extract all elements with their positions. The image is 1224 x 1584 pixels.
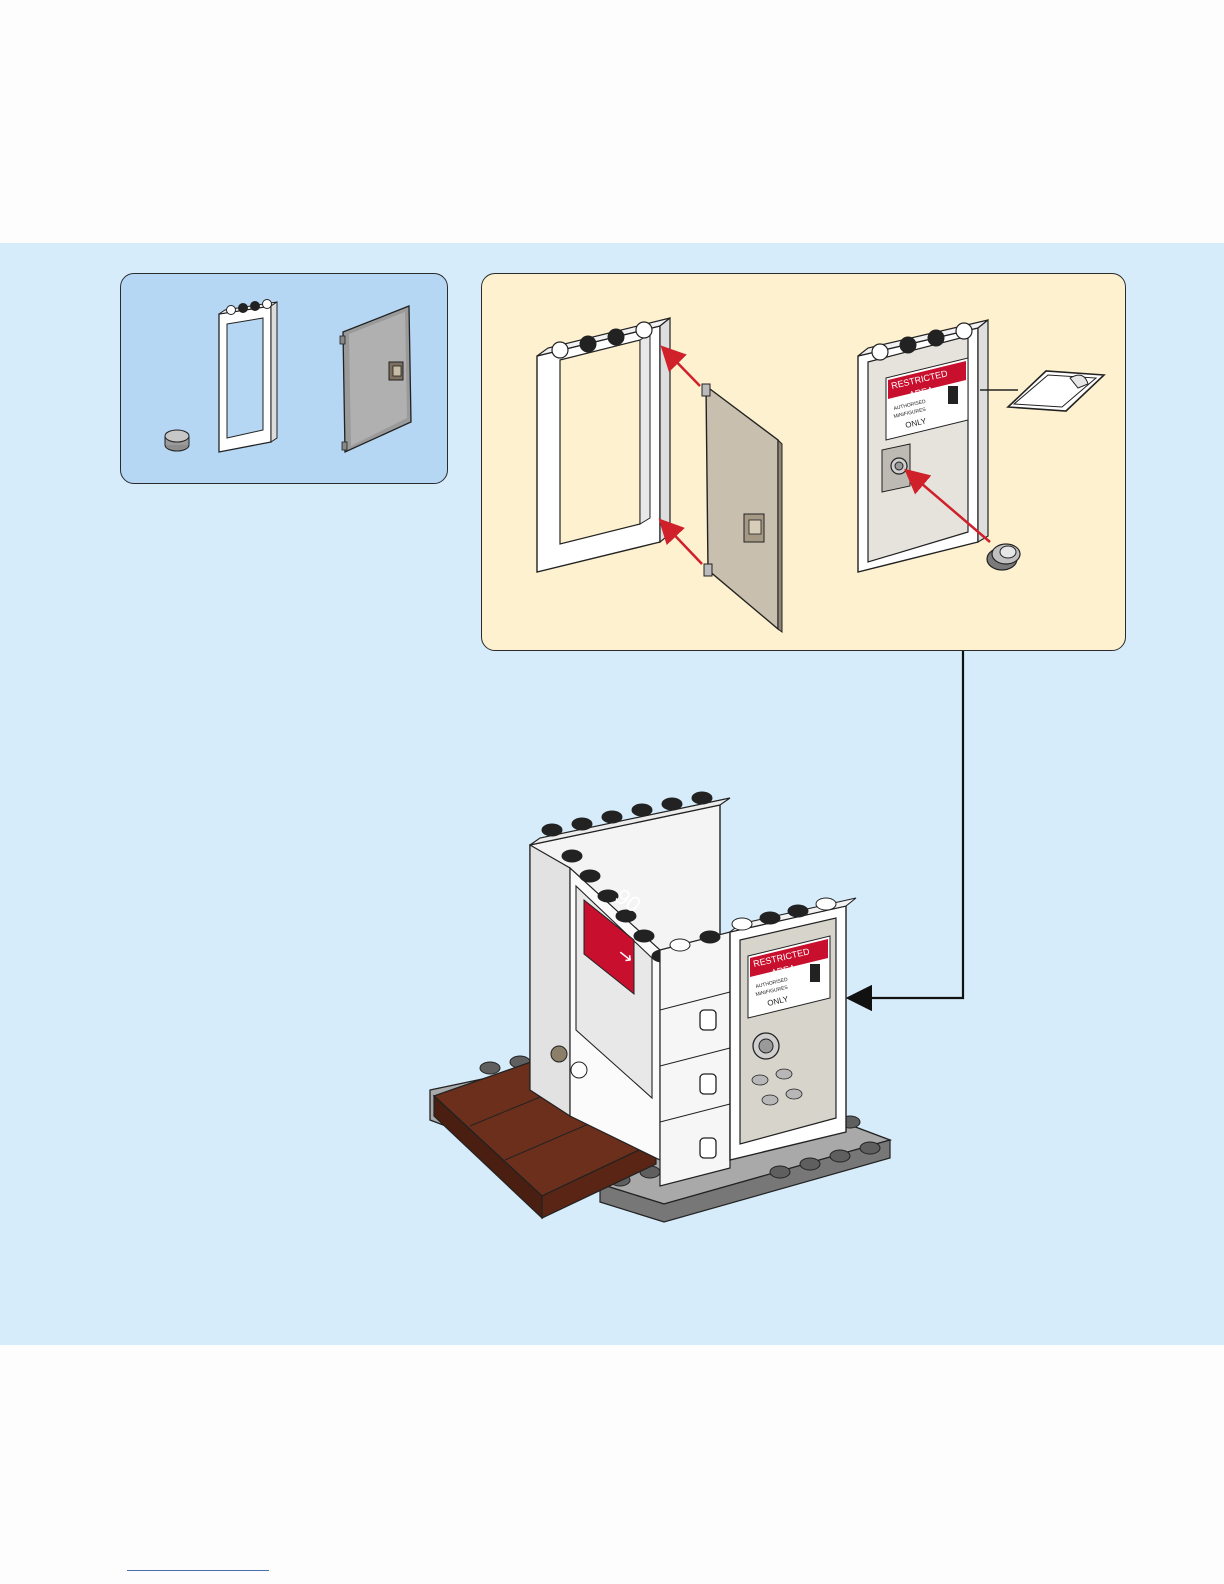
footer-rule — [127, 1570, 269, 1571]
round-brick-icon — [753, 1033, 779, 1059]
door-frame-icon — [730, 898, 856, 1160]
